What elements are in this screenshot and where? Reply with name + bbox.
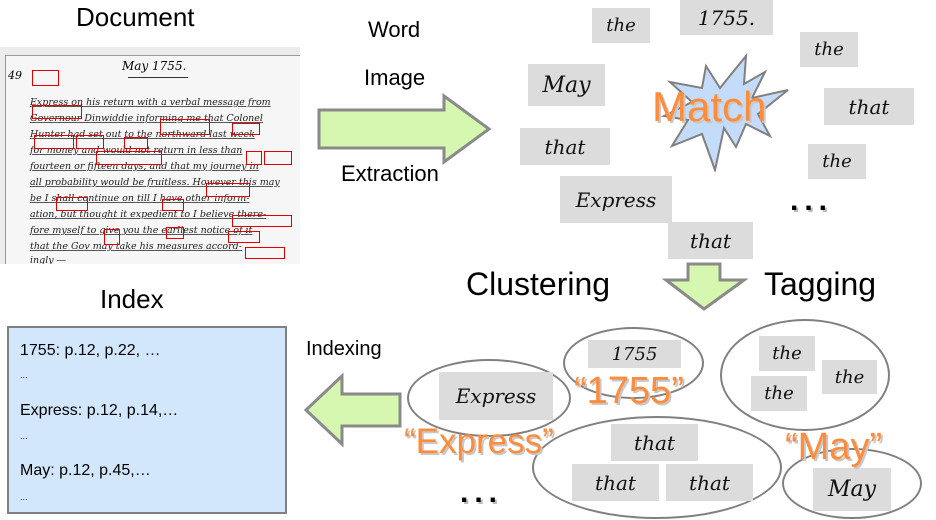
match-label: Match [652,83,767,130]
extraction-label-word: Word [368,17,421,42]
handwritten-line: for money and would not return in less t… [30,145,243,156]
tag-express: “Express” [404,422,554,461]
more-words-ellipsis: ... [790,184,834,217]
index-more: ... [20,431,28,441]
document-title: Document [76,2,195,32]
word-image: May [528,64,605,106]
document-heading: May 1755. [122,59,187,73]
word-image: that [668,222,753,259]
word-image: the [808,144,866,179]
index-title: Index [100,284,164,314]
word-box [264,151,292,165]
word-box [160,119,210,135]
word-image: the [800,32,858,67]
word-box [232,215,292,227]
index-entry: 1755: p.12, p.22, … [20,342,161,359]
index-box: 1755: p.12, p.22, … ... Express: p.12, p… [7,326,287,514]
cluster-word-image: the [822,360,877,394]
heading-rule [128,77,188,78]
handwritten-line: Hunter had set out to the northward last… [30,129,255,140]
word-box [56,197,88,211]
word-box [104,229,120,245]
cluster-1755 [563,327,704,399]
handwritten-line: fourteen or fifteen days, and that my jo… [30,161,259,172]
word-image: the [592,8,650,43]
handwritten-line: be I shall continue on till I have other… [30,193,250,204]
cluster-word-image: the [759,336,815,371]
handwritten-line: fore myself to give you the earliest not… [30,225,253,236]
tag-1755: “1755” [574,370,684,412]
extraction-label-extraction: Extraction [341,161,439,186]
cluster-word-image: that [611,424,698,461]
word-box [246,151,262,165]
word-box [32,105,82,119]
page-number: 49 [8,69,22,82]
cluster-may [782,448,922,519]
cluster-word-image: that [666,464,753,501]
index-entry: Express: p.12, p.14,… [20,402,179,419]
cluster-express [407,359,571,437]
cluster-word-image: 1755 [588,340,681,368]
right-arrow-icon [317,93,492,165]
indexing-label: Indexing [306,338,382,360]
word-box [206,183,250,197]
document-page [5,55,300,264]
handwritten-line: Governour Dinwiddie informing me that Co… [30,113,263,124]
word-box [166,227,184,239]
handwritten-line: all probability would be fruitless. Howe… [30,177,280,188]
cluster-word-image: the [751,376,807,411]
index-entry: May: p.12, p.45,… [20,462,151,479]
down-arrow-icon [662,262,748,311]
handwritten-line: Express on his return with a verbal mess… [30,97,271,108]
left-arrow-icon [303,372,402,448]
cluster-the [720,319,890,431]
word-box [228,231,260,243]
handwritten-line: ingly — [30,255,67,264]
word-box [96,151,162,165]
word-box [76,135,104,149]
extraction-label-image: Image [364,65,426,90]
clustering-label: Clustering [466,266,611,302]
tagging-label: Tagging [764,266,877,302]
word-image: Express [560,176,672,223]
tag-may: “May” [785,426,883,468]
word-image: that [520,128,610,165]
cluster-word-image: Express [439,372,553,420]
word-box [162,199,184,211]
cluster-word-image: May [813,468,891,511]
match-star-icon [660,52,789,172]
word-box [34,135,74,149]
word-box [232,123,260,135]
handwritten-line: ation, but thought it expedient to I bel… [30,209,267,220]
word-image: that [824,88,914,125]
cluster-word-image: that [572,464,659,501]
index-more: ... [20,492,28,502]
more-clusters-ellipsis: ... [460,476,504,509]
word-box [245,247,285,259]
word-image: 1755. [680,0,773,35]
word-box [32,70,59,86]
cluster-that [532,416,782,519]
index-more: ... [20,370,28,380]
document-image: 49 May 1755. Express on his return with … [0,47,300,264]
word-box [124,137,148,149]
handwritten-line: that the Gov may take his measures accor… [30,241,242,252]
